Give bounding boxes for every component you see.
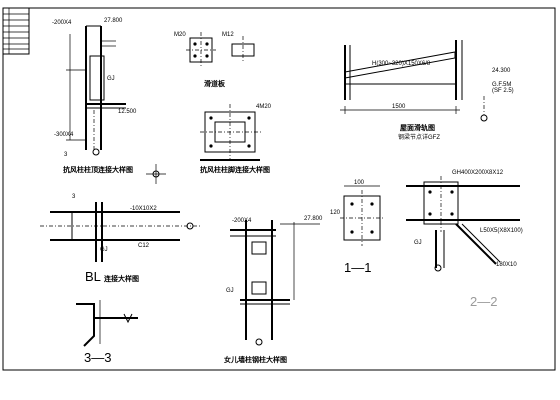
detail-title: 抗风柱柱顶连接大样图 bbox=[63, 165, 133, 174]
gj-label: GJ bbox=[107, 76, 115, 82]
detail-title: 女儿墙柱钢柱大样图 bbox=[224, 355, 287, 364]
gj-label: GJ bbox=[226, 288, 234, 294]
detail-section-1-1: 120 100 1—1 bbox=[330, 180, 384, 275]
detail-title: 抗风柱柱脚连接大样图 bbox=[200, 165, 270, 174]
beam-spec: H(300~320)X150X6/8 bbox=[372, 61, 431, 67]
beam-spec-label: (SF 2.5) bbox=[492, 88, 514, 94]
elevation-label: 24.300 bbox=[492, 68, 511, 74]
detail-section-2-2: GH400X200X8X12 L50X5(X8X100) 180X10 GJ 2… bbox=[406, 170, 523, 309]
channel-label: C12 bbox=[138, 243, 150, 249]
detail-purlin-support: M20 M12 滑道板 bbox=[174, 32, 255, 88]
detail-roof-profile: H(300~320)X150X6/8 1500 24.300 G.F.5M (S… bbox=[340, 40, 514, 141]
dimension-label: 100 bbox=[354, 180, 365, 186]
detail-bl-connection: -10X10X2 C12 GJ 3 BL 连接大样图 bbox=[40, 164, 200, 284]
plate-label: -10X10X2 bbox=[130, 206, 157, 212]
detail-section-3-3: 3—3 bbox=[76, 300, 138, 365]
bolt-label: M12 bbox=[222, 32, 234, 38]
bolt-label: 4M20 bbox=[256, 104, 272, 110]
section-title: 1—1 bbox=[344, 260, 371, 275]
plate-label: 180X10 bbox=[496, 262, 517, 268]
section-mark: 3 bbox=[72, 194, 76, 200]
beam-spec-label: G.F.5M bbox=[492, 82, 511, 88]
elevation-label: 27.800 bbox=[104, 18, 123, 24]
detail-title: 屋面滑轨图 bbox=[400, 123, 435, 132]
plate-label: -200X4 bbox=[52, 20, 72, 26]
dimension-label: 1500 bbox=[392, 104, 406, 110]
sheet-border bbox=[2, 7, 556, 371]
gj-label: GJ bbox=[414, 240, 422, 246]
plate-label: -200X4 bbox=[232, 218, 252, 224]
plate-label: -300X4 bbox=[54, 132, 74, 138]
detail-tie-rod-connection: -200X4 27.800 12.500 -300X4 GJ 3 抗风柱柱顶连接… bbox=[52, 18, 137, 174]
detail-title: 滑道板 bbox=[204, 79, 226, 88]
angle-spec: L50X5(X8X100) bbox=[480, 228, 523, 234]
detail-title: 连接大样图 bbox=[104, 274, 139, 283]
dimension-label: 120 bbox=[330, 210, 341, 216]
section-title: 2—2 bbox=[470, 294, 497, 309]
bolt-label: M20 bbox=[174, 32, 186, 38]
gj-label: GJ bbox=[100, 247, 108, 253]
section-spec: GH400X200X8X12 bbox=[452, 170, 504, 176]
detail-column-base: 4M20 抗风柱柱脚连接大样图 bbox=[200, 104, 272, 174]
detail-gable-wall-column: 27.800 -200X4 GJ 女儿墙柱钢柱大样图 bbox=[224, 216, 323, 364]
detail-subtitle: 钢梁节点详GFZ bbox=[398, 133, 440, 141]
detail-title-prefix: BL bbox=[85, 269, 101, 284]
elevation-label: 12.500 bbox=[118, 109, 137, 115]
section-title: 3—3 bbox=[84, 350, 111, 365]
revision-table bbox=[2, 7, 30, 55]
elevation-label: 27.800 bbox=[304, 216, 323, 222]
section-mark: 3 bbox=[64, 152, 68, 158]
